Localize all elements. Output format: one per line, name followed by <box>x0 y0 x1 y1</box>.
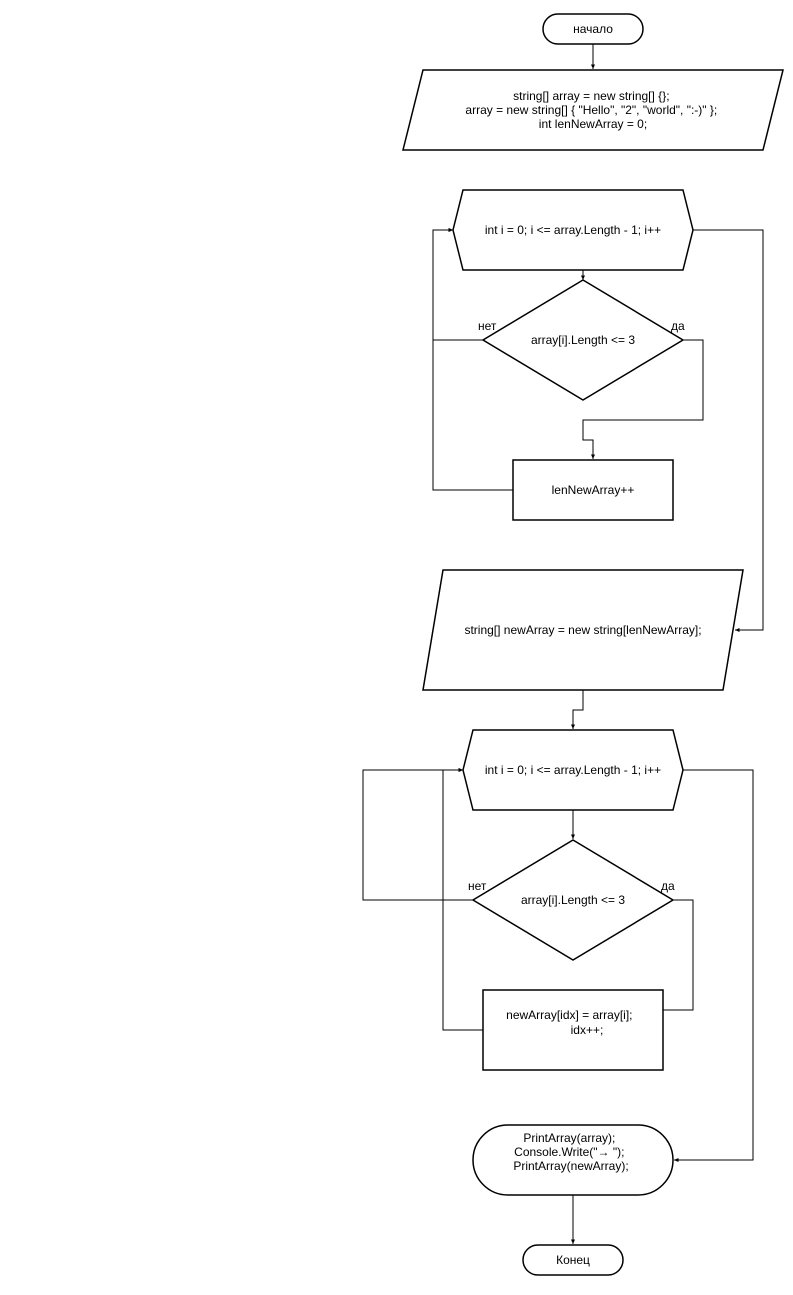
init-line-1: string[] array = new string[] {}; <box>513 89 669 103</box>
node-cond1: array[i].Length <= 3 <box>481 279 685 401</box>
edge-loop1-exit-newarr <box>693 229 764 632</box>
cond2-label: array[i].Length <= 3 <box>521 893 625 907</box>
node-loop2: int i = 0; i <= array.Length - 1; i++ <box>462 729 684 811</box>
cond2-yes-label: да <box>661 879 675 893</box>
edge-cond2-no-loop2 <box>362 768 473 901</box>
edge-assign-loop2 <box>442 768 483 1031</box>
cond1-yes-label: да <box>671 319 685 333</box>
newarr-label: string[] newArray = new string[lenNewArr… <box>464 623 701 637</box>
edge-cond1-yes-inc <box>582 339 704 459</box>
end-label: Конец <box>556 1253 590 1267</box>
svg-text:PrintArray(array); Conso: PrintArray(array); Console.Write("→ "); … <box>513 1131 628 1173</box>
loop2-label: int i = 0; i <= array.Length - 1; i++ <box>485 763 661 777</box>
inc-label: lenNewArray++ <box>552 483 635 497</box>
svg-text:string[] array = new string[]: string[] array = new string[] {}; array … <box>465 89 720 131</box>
print-line-1: PrintArray(array); <box>523 1131 615 1145</box>
node-loop1: int i = 0; i <= array.Length - 1; i++ <box>452 189 694 271</box>
assign-line-2: idx++; <box>571 1023 604 1037</box>
node-inc: lenNewArray++ <box>512 459 674 521</box>
edge-newarr-loop2 <box>571 690 584 729</box>
init-line-3: int lenNewArray = 0; <box>539 117 647 131</box>
init-line-2: array = new string[] { "Hello", "2", "wo… <box>465 103 717 117</box>
node-assign: newArray[idx] = array[i]; idx++; <box>482 989 664 1071</box>
cond2-no-label: нет <box>468 879 487 893</box>
print-line-3: PrintArray(newArray); <box>513 1159 628 1173</box>
edge-cond2-yes-assign <box>663 899 694 1011</box>
edge-inc-loop1 <box>432 228 513 491</box>
svg-text:newArray[idx] = array[i];: newArray[idx] = array[i]; idx++; <box>506 1008 636 1037</box>
node-cond2: array[i].Length <= 3 <box>471 839 675 961</box>
node-end: Конец <box>522 1244 624 1276</box>
loop1-label: int i = 0; i <= array.Length - 1; i++ <box>485 223 661 237</box>
node-start: начало <box>542 13 644 45</box>
node-print: PrintArray(array); Console.Write("→ "); … <box>472 1124 674 1196</box>
node-init: string[] array = new string[] {}; array … <box>402 69 784 151</box>
assign-line-1: newArray[idx] = array[i]; <box>506 1008 632 1022</box>
cond1-no-label: нет <box>478 319 497 333</box>
node-newarr: string[] newArray = new string[lenNewArr… <box>422 569 744 691</box>
print-line-2: Console.Write("→ "); <box>514 1145 624 1159</box>
edges <box>362 44 764 1244</box>
edge-loop2-exit-print <box>674 769 754 1162</box>
start-label: начало <box>573 22 613 36</box>
cond1-label: array[i].Length <= 3 <box>531 333 635 347</box>
